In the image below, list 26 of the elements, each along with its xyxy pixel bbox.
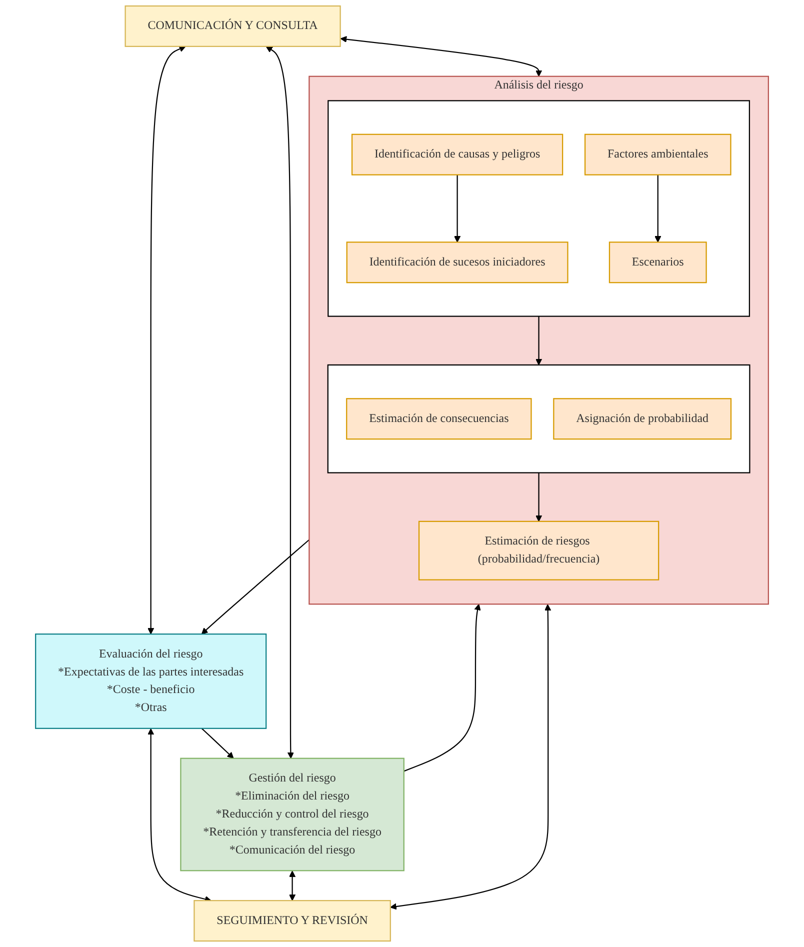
arrow	[201, 539, 310, 634]
node-box: Evaluación del riesgo *Expectativas de las partes interesadas *Coste - beneficio *Otras	[35, 634, 267, 729]
node-box: Asignación de probabilidad	[553, 398, 732, 440]
node-box: COMUNICACIÓN Y CONSULTA	[124, 5, 341, 47]
cluster	[328, 100, 750, 317]
arrow	[148, 46, 186, 634]
arrow	[536, 472, 542, 522]
arrow	[536, 316, 542, 366]
node-box: Identificación de sucesos iniciadores	[346, 242, 568, 284]
arrow	[654, 174, 662, 242]
node-box: Escenarios	[608, 242, 707, 284]
arrow	[289, 870, 296, 901]
arrow	[266, 46, 294, 759]
node-box: Estimación de consecuencias	[346, 398, 532, 440]
node-box: Identificación de causas y peligros	[351, 134, 564, 176]
arrow	[148, 728, 212, 902]
arrow	[201, 728, 234, 759]
node-box: SEGUIMIENTO Y REVISIÓN	[194, 900, 391, 942]
node-box: Estimación de riesgos (probabilidad/frecuencia)	[418, 520, 660, 580]
cluster	[327, 364, 750, 474]
arrow	[404, 604, 481, 772]
node-box: Factores ambientales	[584, 134, 732, 176]
arrow	[390, 604, 552, 910]
node-box: Gestión del riesgo *Eliminación del riesgo *Reducción y control del riesgo *Retención y transferencia del riesgo *Comunicación del riesgo	[180, 758, 404, 872]
arrow	[454, 174, 461, 242]
arrow	[340, 36, 542, 77]
